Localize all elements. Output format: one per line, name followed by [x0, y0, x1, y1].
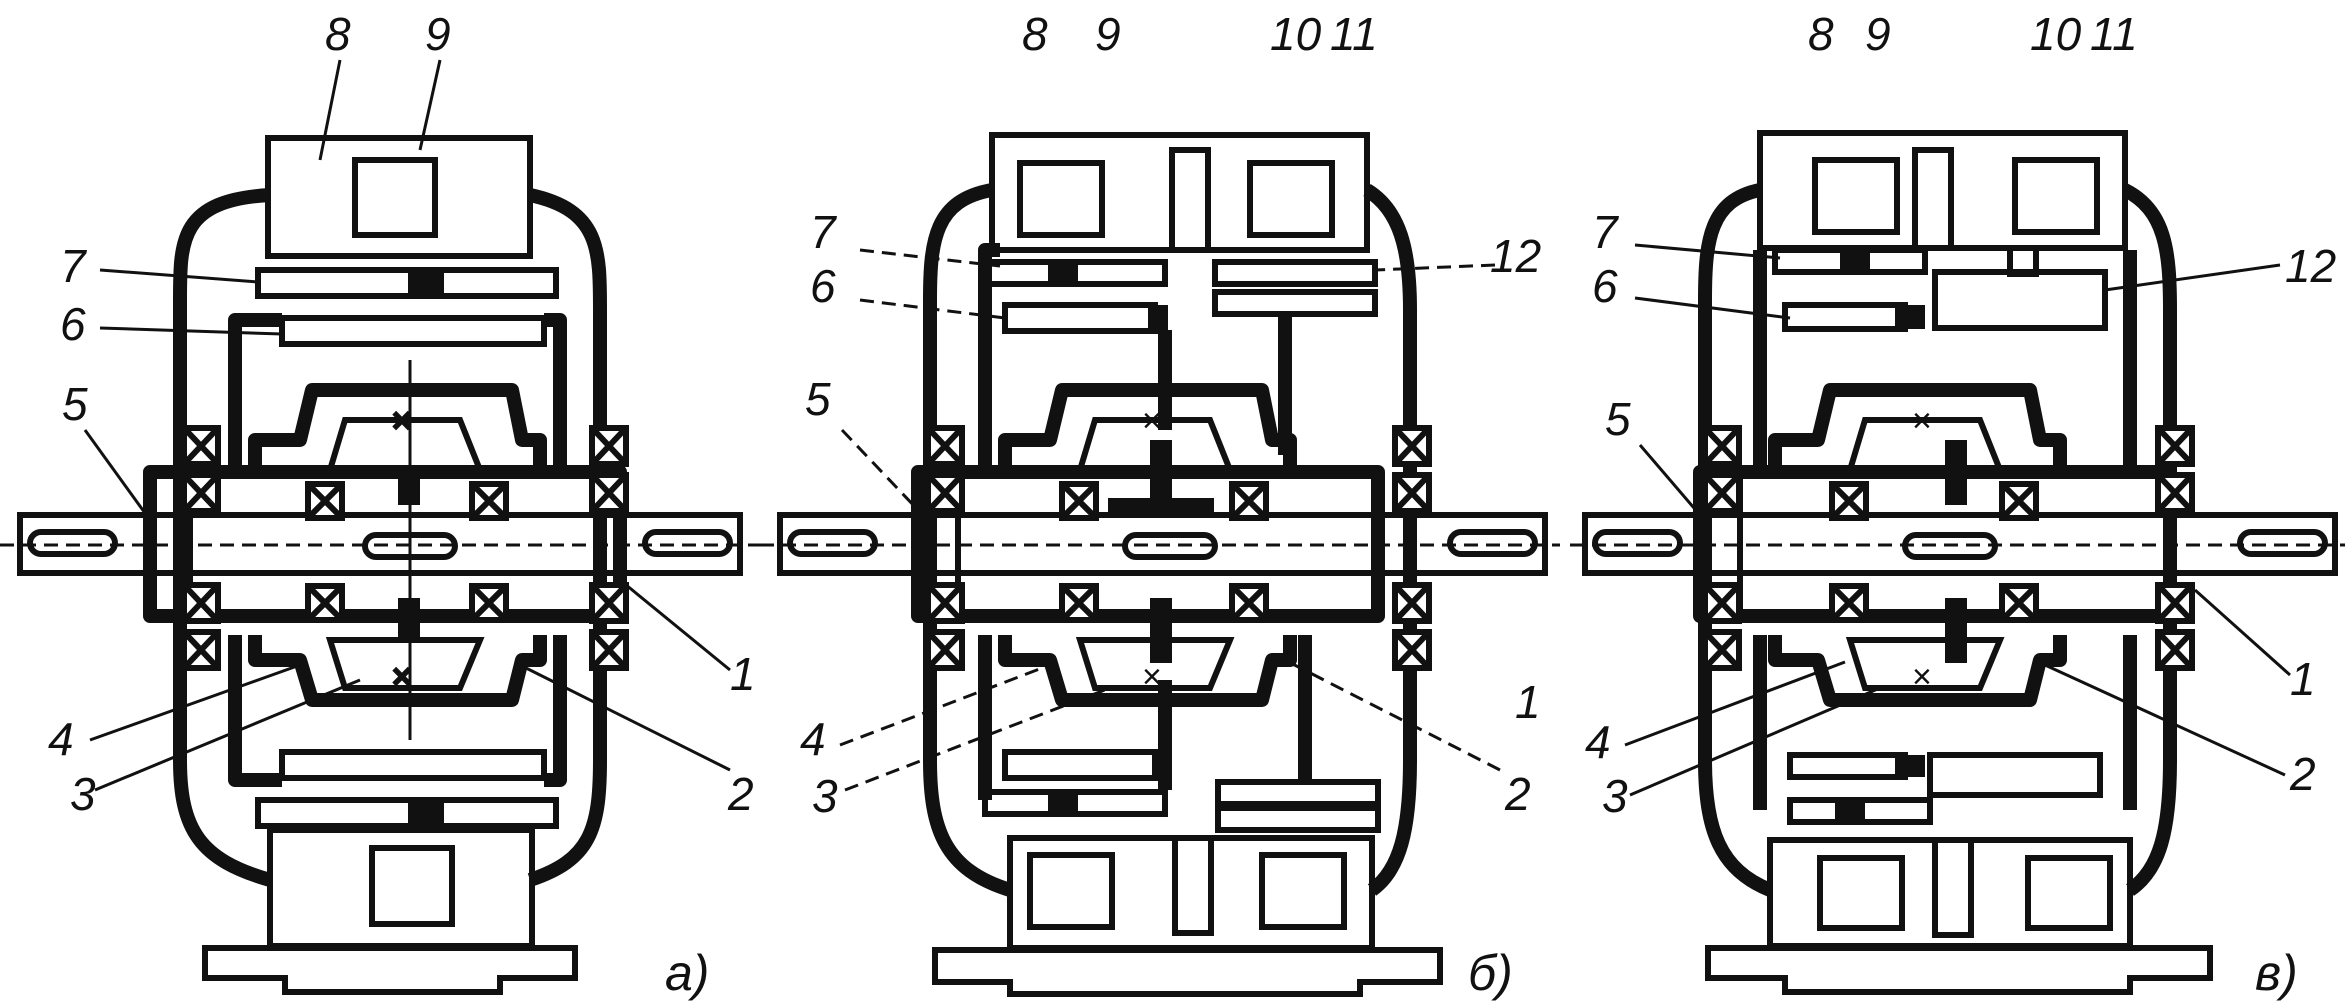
label-4: 4 — [800, 713, 826, 765]
label-3: 3 — [812, 770, 838, 822]
label-10: 10 — [2030, 8, 2082, 60]
label-5: 5 — [805, 373, 831, 425]
label-7: 7 — [810, 206, 837, 258]
svg-text:×: × — [392, 658, 412, 696]
label-11: 11 — [1330, 8, 1378, 60]
label-2: 2 — [727, 768, 754, 820]
label-12: 12 — [2285, 240, 2336, 292]
label-8: 8 — [1022, 8, 1048, 60]
label-5: 5 — [62, 378, 88, 430]
label-1: 1 — [1515, 676, 1541, 728]
label-9: 9 — [425, 8, 451, 60]
label-4: 4 — [48, 713, 74, 765]
label-1: 1 — [730, 648, 756, 700]
label-1: 1 — [2290, 653, 2316, 705]
label-8: 8 — [1808, 8, 1834, 60]
svg-text:×: × — [1142, 658, 1162, 696]
svg-text:×: × — [392, 402, 412, 440]
label-6: 6 — [1592, 260, 1618, 312]
caption-b: б) — [1468, 945, 1513, 1001]
svg-text:×: × — [1912, 402, 1932, 440]
label-2: 2 — [1504, 768, 1531, 820]
label-9: 9 — [1095, 8, 1121, 60]
label-7: 7 — [60, 240, 87, 292]
label-5: 5 — [1605, 393, 1631, 445]
label-7: 7 — [1592, 206, 1619, 258]
label-4: 4 — [1585, 716, 1611, 768]
label-11: 11 — [2090, 8, 2138, 60]
label-9: 9 — [1865, 8, 1891, 60]
label-2: 2 — [2289, 748, 2316, 800]
label-3: 3 — [70, 768, 96, 820]
panel-a: × × — [0, 8, 760, 1001]
caption-a: a) — [665, 945, 709, 1001]
panel-b: × × — [760, 8, 1560, 1001]
svg-text:×: × — [1142, 402, 1162, 440]
label-12: 12 — [1490, 230, 1541, 282]
label-8: 8 — [325, 8, 351, 60]
label-3: 3 — [1602, 770, 1628, 822]
label-6: 6 — [60, 298, 86, 350]
caption-c: в) — [2255, 945, 2298, 1001]
label-10: 10 — [1270, 8, 1322, 60]
label-6: 6 — [810, 260, 836, 312]
svg-text:×: × — [1912, 658, 1932, 696]
panel-c: × × — [1570, 8, 2345, 1001]
